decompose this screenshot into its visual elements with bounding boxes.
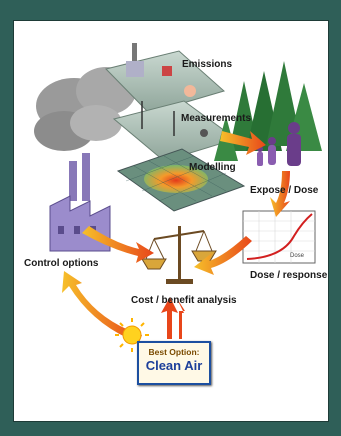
emissions-layer — [105, 43, 226, 114]
modelling-layer — [116, 148, 246, 212]
dose-response-chart-icon — [242, 210, 316, 264]
modelling-label: Modelling — [189, 162, 236, 173]
expose-dose-label: Expose / Dose — [250, 185, 319, 196]
dose-axis-label: Dose — [290, 253, 305, 259]
dose-response-label: Dose / response — [250, 270, 328, 281]
control-options-label: Control options — [24, 258, 99, 269]
cost-benefit-label: Cost / benefit analysis — [131, 295, 237, 306]
best-option-subtitle: Best Option: — [148, 347, 200, 357]
emissions-label: Emissions — [182, 59, 233, 70]
flow-arrows — [62, 131, 290, 343]
diagram-panel: Emissions Measurements Modelling Expose … — [13, 20, 329, 422]
balance-scale-icon — [141, 226, 217, 284]
measurements-label: Measurements — [181, 113, 252, 124]
forest-icon — [214, 61, 322, 161]
sun-icon — [115, 318, 149, 352]
diagram-canvas — [34, 43, 322, 352]
best-option-title: Clean Air — [145, 358, 203, 373]
best-option-badge: Best Option: Clean Air — [137, 341, 211, 385]
